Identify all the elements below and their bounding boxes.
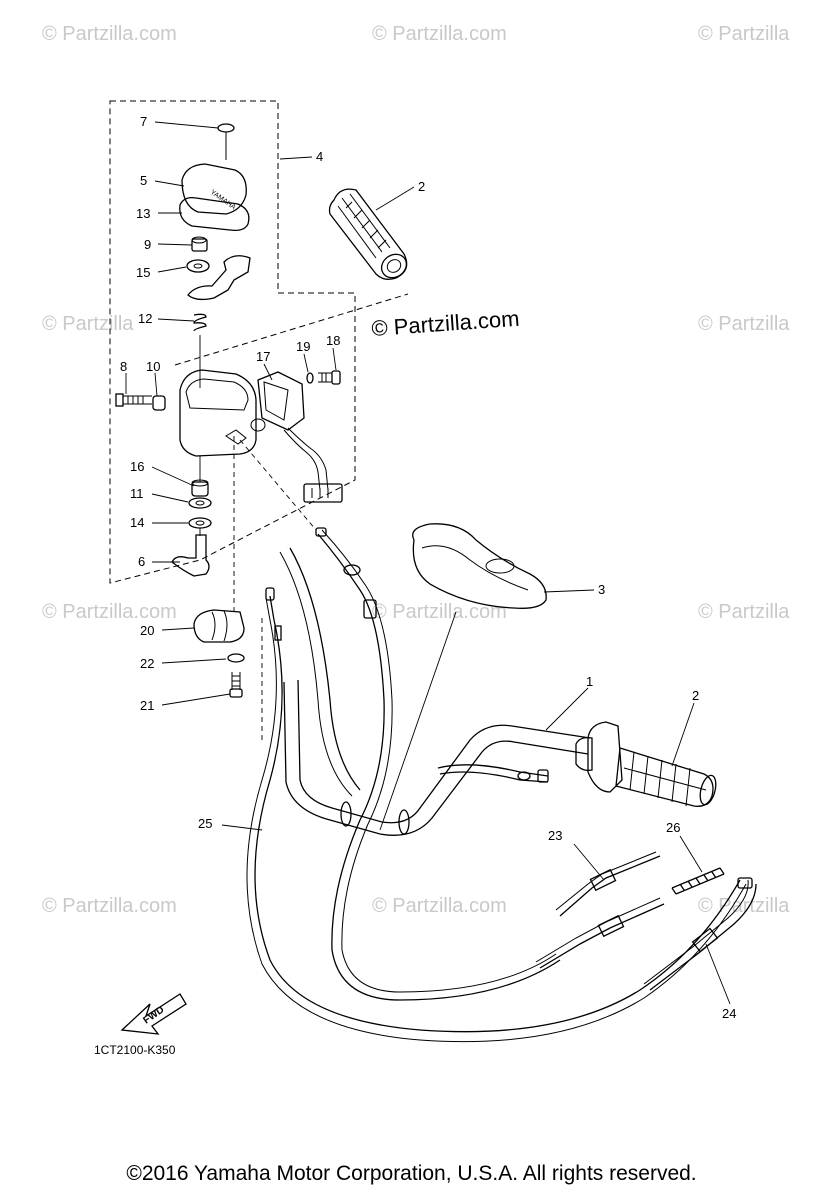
washer-15-hole	[193, 263, 203, 269]
copyright-notice: ©2016 Yamaha Motor Corporation, U.S.A. A…	[126, 1162, 697, 1185]
fwd-arrow: FWD	[120, 993, 187, 1035]
switch-housing-boss	[250, 418, 266, 432]
callout-4: 4	[316, 149, 323, 164]
callout-2-top: 2	[418, 179, 425, 194]
callout-25: 25	[198, 816, 212, 831]
switch-assembly-outline	[109, 100, 356, 584]
callout-15: 15	[136, 265, 150, 280]
callout-19: 19	[296, 339, 310, 354]
watermark: © Partzilla	[698, 601, 790, 623]
callout-12: 12	[138, 311, 152, 326]
watermark: © Partzilla.com	[372, 601, 507, 623]
gasket-13	[179, 197, 250, 232]
callout-13: 13	[136, 206, 150, 221]
lever-6	[171, 534, 210, 577]
spring-26	[671, 867, 725, 895]
callout-11: 11	[130, 486, 144, 501]
switch-housing-tab	[225, 429, 247, 445]
watermark: © Partzilla.com	[42, 23, 177, 45]
callout-20: 20	[140, 623, 154, 638]
throttle-housing	[575, 721, 623, 793]
center-watermark: © Partzilla.com	[371, 306, 521, 341]
watermark: © Partzilla	[698, 895, 790, 917]
watermark: © Partzilla	[698, 313, 790, 335]
cable-24	[643, 877, 757, 991]
grip-2-right	[615, 747, 717, 807]
watermark-layer: © Partzilla.com © Partzilla.com © Partzi…	[42, 23, 790, 917]
cable-23	[555, 851, 661, 917]
throttle-housing-cable	[437, 764, 549, 783]
screw-7	[217, 123, 235, 160]
callout-16: 16	[130, 459, 144, 474]
callout-3: 3	[598, 582, 605, 597]
callout-22: 22	[140, 656, 154, 671]
switch-housing	[179, 369, 257, 457]
grip-link-line	[174, 293, 409, 366]
handlebar-knurl-right	[398, 809, 410, 835]
callout-10: 10	[146, 359, 160, 374]
handlebar-1	[283, 611, 591, 836]
switch-housing-recess	[185, 378, 249, 411]
callout-14: 14	[130, 515, 144, 530]
clamp-20	[193, 609, 245, 643]
watermark: © Partzilla.com	[372, 23, 507, 45]
collar-16	[191, 479, 209, 497]
callout-6: 6	[138, 554, 145, 569]
screw-18	[318, 370, 341, 385]
callout-9: 9	[144, 237, 151, 252]
nut-9	[191, 236, 208, 252]
callout-17: 17	[256, 349, 270, 364]
callout-18: 18	[326, 333, 340, 348]
handlebar-pad-3	[412, 523, 547, 609]
brake-cable-in-pad	[279, 547, 361, 797]
grip-2-top	[328, 188, 408, 280]
callout-labels: 7 5 13 9 15 12 8 10 17 19 18 16 11 14 6 …	[120, 114, 736, 1021]
callout-1: 1	[586, 674, 593, 689]
callout-23: 23	[548, 828, 562, 843]
callout-7: 7	[140, 114, 147, 129]
leader-lines	[125, 121, 731, 1005]
watermark: © Partzilla	[42, 313, 134, 335]
watermark: © Partzilla.com	[372, 895, 507, 917]
watermark: © Partzilla.com	[42, 601, 177, 623]
callout-5: 5	[140, 173, 147, 188]
washer-15	[186, 259, 210, 273]
bolt-8	[115, 393, 152, 407]
callout-26: 26	[666, 820, 680, 835]
washer-14	[188, 517, 212, 529]
cable-25	[246, 587, 747, 1043]
spring-12	[193, 313, 207, 332]
washer-14-hole	[195, 520, 205, 526]
watermark: © Partzilla	[698, 23, 790, 45]
bolt-21	[229, 672, 243, 698]
clip-19	[306, 372, 314, 384]
callout-21: 21	[140, 698, 154, 713]
handlebar-knurl-left	[340, 801, 352, 827]
pad-leader	[379, 611, 457, 831]
cable-23-lower	[535, 897, 665, 969]
callout-8: 8	[120, 359, 127, 374]
callout-24: 24	[722, 1006, 736, 1021]
switch-17	[257, 371, 343, 503]
diagram-code: 1CT2100-K350	[94, 1043, 176, 1057]
nut-10	[152, 395, 166, 411]
throttle-cable	[315, 527, 561, 1001]
watermark: © Partzilla.com	[42, 895, 177, 917]
switch-cover-5	[181, 163, 247, 215]
washer-22	[227, 653, 245, 663]
washer-11	[188, 497, 212, 509]
bracket-15	[187, 255, 251, 301]
washer-11-hole	[195, 500, 205, 506]
callout-2-right: 2	[692, 688, 699, 703]
clamp-20-detail	[211, 610, 228, 642]
